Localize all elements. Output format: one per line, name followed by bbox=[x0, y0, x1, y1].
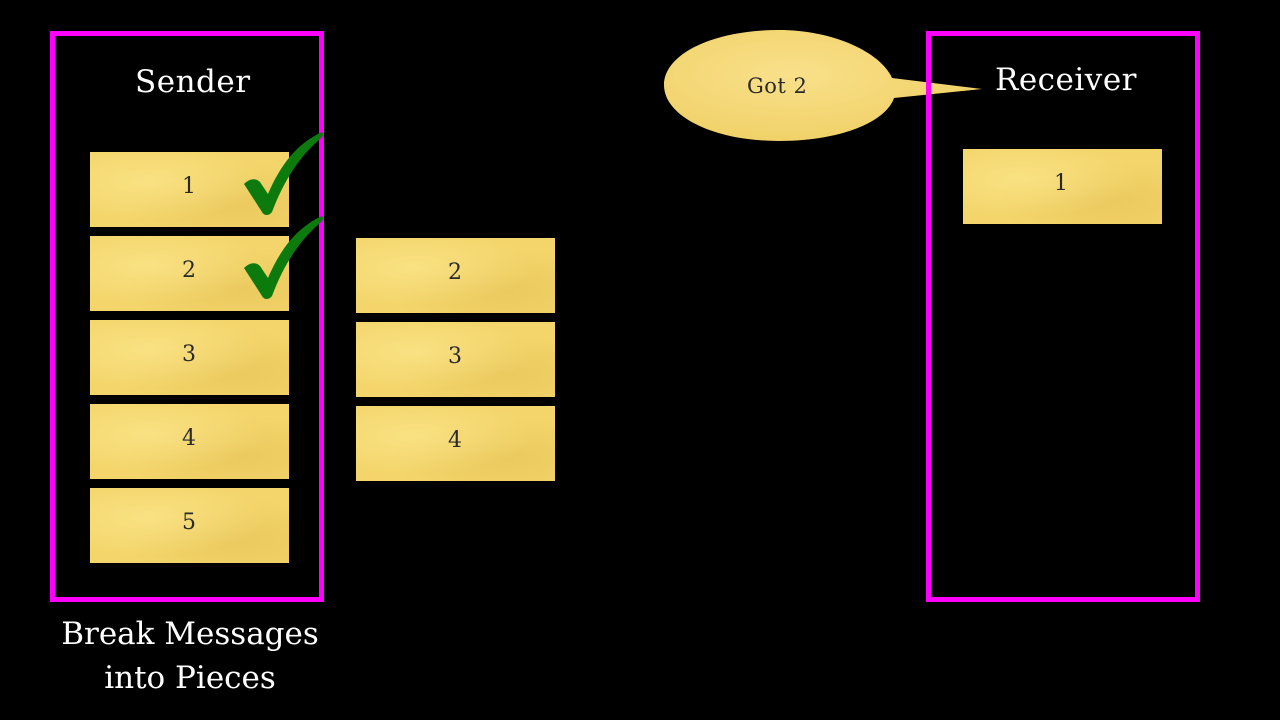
checkmark-icon bbox=[244, 132, 324, 215]
receiver-title: Receiver bbox=[995, 62, 1137, 98]
receiver-panel bbox=[926, 31, 1200, 602]
speech-bubble bbox=[664, 30, 982, 141]
caption-line-2: into Pieces bbox=[104, 660, 276, 696]
sender-piece-label: 2 bbox=[182, 258, 196, 283]
sender-piece-1: 1 bbox=[90, 152, 289, 227]
transit-piece-label: 3 bbox=[448, 344, 462, 369]
sender-piece-label: 4 bbox=[182, 426, 196, 451]
sender-piece-4: 4 bbox=[90, 404, 289, 479]
transit-piece-4: 4 bbox=[356, 406, 555, 481]
sender-piece-3: 3 bbox=[90, 320, 289, 395]
sender-piece-label: 5 bbox=[182, 510, 196, 535]
caption-line-1: Break Messages bbox=[61, 616, 319, 652]
transit-piece-2: 2 bbox=[356, 238, 555, 313]
speech-bubble-text: Got 2 bbox=[747, 74, 808, 98]
transit-piece-label: 2 bbox=[448, 260, 462, 285]
sender-piece-2: 2 bbox=[90, 236, 289, 311]
receiver-piece-label: 1 bbox=[1054, 171, 1068, 196]
caption: Break Messages into Pieces bbox=[40, 612, 340, 700]
sender-piece-5: 5 bbox=[90, 488, 289, 563]
sender-panel bbox=[50, 31, 324, 602]
sender-piece-label: 1 bbox=[182, 174, 196, 199]
transit-piece-3: 3 bbox=[356, 322, 555, 397]
transit-piece-label: 4 bbox=[448, 428, 462, 453]
sender-piece-label: 3 bbox=[182, 342, 196, 367]
sender-title: Sender bbox=[135, 64, 251, 100]
receiver-piece-1: 1 bbox=[963, 149, 1162, 224]
checkmark-icon bbox=[244, 216, 324, 299]
